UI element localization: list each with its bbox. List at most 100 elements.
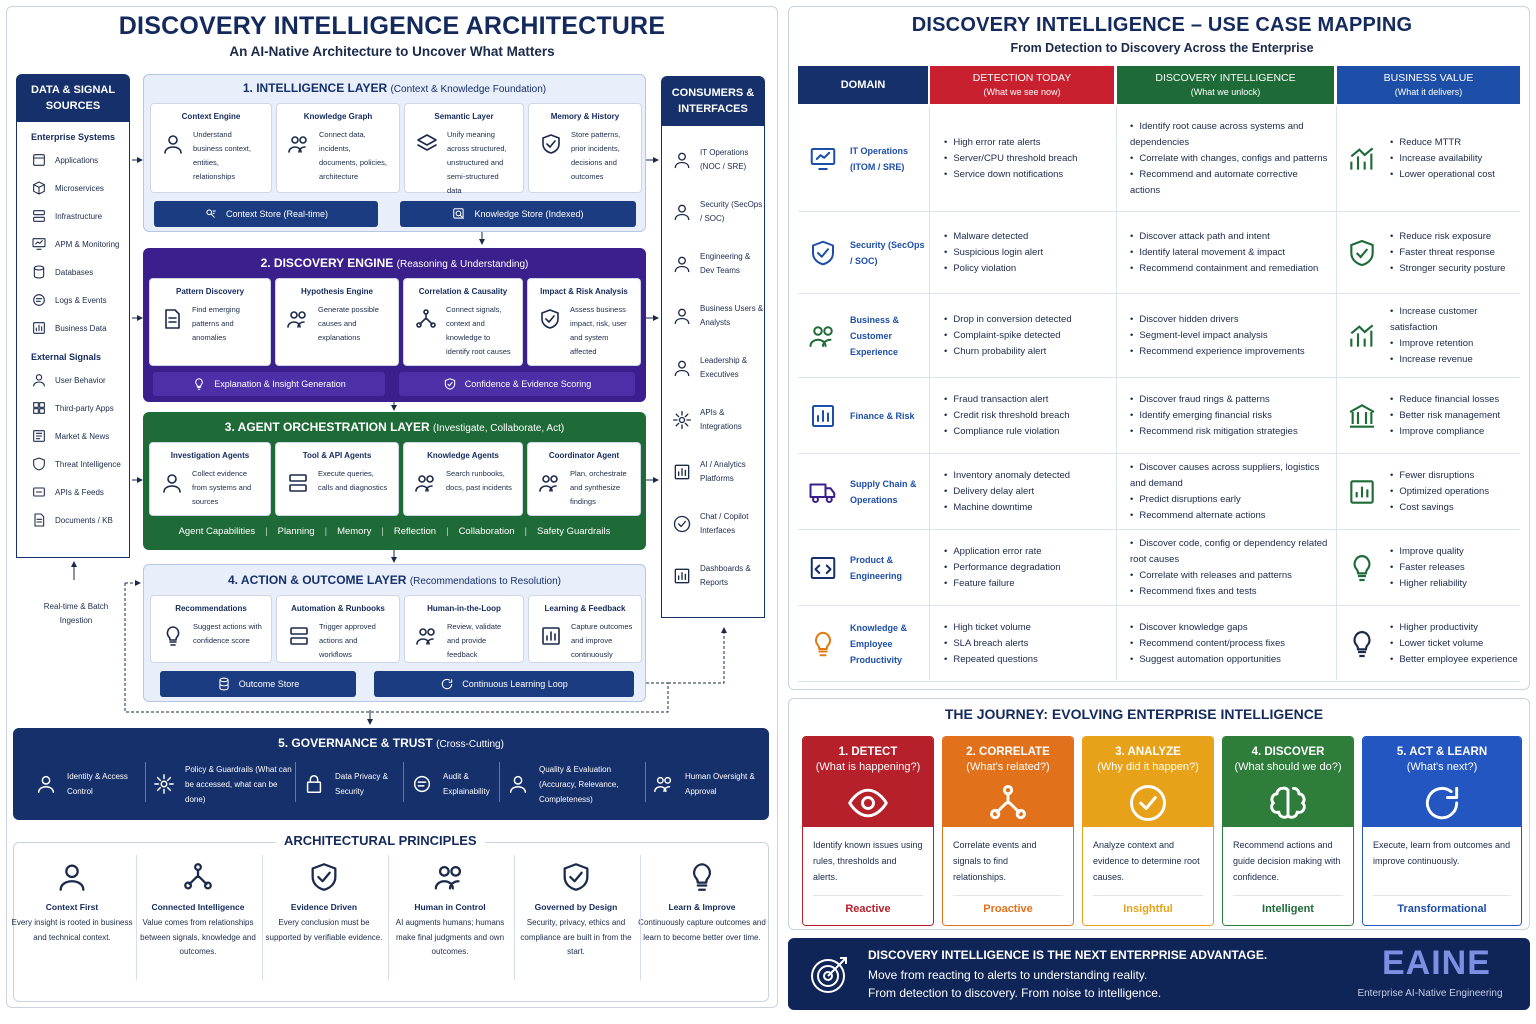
news-icon xyxy=(33,430,45,442)
discover-point: Identify root cause across systems and d… xyxy=(1130,119,1330,151)
value-point: Fewer disruptions xyxy=(1390,468,1518,484)
use-case-row xyxy=(798,378,1520,454)
graph-icon xyxy=(416,309,436,328)
server-icon xyxy=(290,627,308,645)
value-point: Improve compliance xyxy=(1390,424,1518,440)
detect-point: Machine downtime xyxy=(944,500,1110,516)
shield-icon xyxy=(541,309,559,329)
api-icon xyxy=(33,487,45,497)
column-divider xyxy=(1336,106,1337,680)
source-logs-events: Logs & Events xyxy=(17,286,129,314)
discovery-list: Discover code, config or dependency rela… xyxy=(1130,530,1330,606)
detect-point: SLA breach alerts xyxy=(944,636,1110,652)
shield-icon xyxy=(542,134,560,154)
capability-safety-guardrails: Safety Guardrails xyxy=(537,525,611,537)
value-point: Higher productivity xyxy=(1390,620,1518,636)
discover-point: Discover causes across suppliers, logist… xyxy=(1130,460,1330,492)
bulb-icon xyxy=(1353,554,1371,582)
discover-point: Recommend alternate actions xyxy=(1130,508,1330,524)
discover-point: Identify lateral movement & impact xyxy=(1130,245,1330,261)
people-icon xyxy=(287,311,306,328)
discover-point: Recommend containment and remediation xyxy=(1130,261,1330,277)
value-point: Higher reliability xyxy=(1390,576,1518,592)
tool-api-agents-card: Tool & API Agents Execute queries, calls… xyxy=(275,442,399,516)
people-icon xyxy=(415,475,434,492)
ingestion-label: Real-time & Batch Ingestion xyxy=(43,602,109,625)
lightbulb-icon xyxy=(195,378,203,390)
discovery-list: Discover knowledge gapsRecommend content… xyxy=(1130,606,1330,682)
chart-icon xyxy=(33,322,45,334)
detection-list: High error rate alertsServer/CPU thresho… xyxy=(944,106,1110,212)
shield-icon xyxy=(1350,239,1374,267)
context-store-bar: Context Store (Real-time) xyxy=(154,201,378,227)
banner-line-2: From detection to discovery. From noise … xyxy=(868,986,1162,1000)
discovery-list: Discover attack path and intentIdentify … xyxy=(1130,212,1330,294)
shield-icon xyxy=(563,863,589,891)
agent-orchestration-layer: 3. AGENT ORCHESTRATION LAYER (Investigat… xyxy=(143,412,646,550)
consumer-ai-analytics-platforms: AI / Analytics Platforms xyxy=(662,446,764,498)
document-icon xyxy=(34,513,45,527)
use-case-row xyxy=(798,530,1520,606)
detect-point: Churn probability alert xyxy=(944,344,1110,360)
signal-third-party-apps: Third-party Apps xyxy=(17,394,129,422)
investigation-agents-card: Investigation Agents Collect evidence fr… xyxy=(149,442,271,516)
chart-icon xyxy=(542,627,560,645)
chart-icon xyxy=(674,464,690,480)
chart-icon xyxy=(674,568,690,584)
source-microservices: Microservices xyxy=(17,174,129,202)
check-icon xyxy=(1130,785,1166,821)
domain-business-customer-experience: Business & Customer Experience xyxy=(808,294,926,378)
user-icon xyxy=(163,474,181,493)
discover-point: Correlate with releases and patterns xyxy=(1130,568,1330,584)
discover-point: Identify emerging financial risks xyxy=(1130,408,1330,424)
discovery-list: Discover fraud rings & patternsIdentify … xyxy=(1130,378,1330,454)
refresh-icon xyxy=(442,678,453,690)
graph-icon xyxy=(184,863,212,890)
value-list: Reduce risk exposureFaster threat respon… xyxy=(1390,212,1518,294)
principle-context-first: Context First Every insight is rooted in… xyxy=(8,860,136,945)
source-apm-monitoring: APM & Monitoring xyxy=(17,230,129,258)
eye-icon xyxy=(848,788,888,818)
search-icon xyxy=(453,208,465,220)
value-list: Higher productivityLower ticket volumeBe… xyxy=(1390,606,1518,682)
capability-reflection: Reflection xyxy=(393,525,437,537)
intelligence-layer-title: 1. INTELLIGENCE LAYER (Context & Knowled… xyxy=(242,81,547,95)
automation-runbooks-card: Automation & Runbooks Trigger approved a… xyxy=(276,595,400,663)
closing-banner: DISCOVERY INTELLIGENCE IS THE NEXT ENTER… xyxy=(788,938,1530,1010)
principle-evidence-driven: Evidence Driven Every conclusion must be… xyxy=(260,860,388,945)
user-icon xyxy=(674,308,690,325)
impact-risk-analysis-card: Impact & Risk Analysis Assess business i… xyxy=(527,278,641,366)
pattern-discovery-card: Pattern Discovery Find emerging patterns… xyxy=(149,278,271,366)
threat-icon xyxy=(33,457,45,471)
consumers-panel: IT Operations (NOC / SRE)Security (SecOp… xyxy=(661,126,765,618)
memory-history-card: Memory & History Store patterns, prior i… xyxy=(528,103,642,193)
signal-apis-feeds: APIs & Feeds xyxy=(17,478,129,506)
detect-point: Application error rate xyxy=(944,544,1110,560)
architecture-subtitle: An AI-Native Architecture to Uncover Wha… xyxy=(229,44,555,59)
domain-knowledge-employee-productivity: Knowledge & Employee Productivity xyxy=(808,606,926,682)
chart-icon xyxy=(812,405,834,427)
brain-icon xyxy=(1270,786,1306,819)
log-icon xyxy=(413,775,431,793)
use-case-row xyxy=(798,212,1520,294)
monitor-icon xyxy=(810,148,836,170)
consumer-leadership-executives: Leadership & Executives xyxy=(662,342,764,394)
people-icon xyxy=(416,628,435,645)
source-databases: Databases xyxy=(17,258,129,286)
detect-point: Repeated questions xyxy=(944,652,1110,668)
coordinator-agent-card: Coordinator Agent Plan, orchestrate and … xyxy=(527,442,641,516)
consumer-engineering-dev-teams: Engineering & Dev Teams xyxy=(662,238,764,290)
capability-agent-capabilities: Agent Capabilities xyxy=(178,525,256,537)
governance-policy-guardrails-what-c: Policy & Guardrails (What can be accesse… xyxy=(153,756,293,812)
agent-capabilities-bar: Agent Capabilities|Planning|Memory|Refle… xyxy=(143,520,646,542)
people-icon xyxy=(288,136,307,153)
consumers-header: CONSUMERS & INTERFACES xyxy=(661,76,765,126)
banner-line-1: Move from reacting to alerts to understa… xyxy=(868,968,1148,982)
detect-point: Suspicious login alert xyxy=(944,245,1110,261)
discover-point: Segment-level impact analysis xyxy=(1130,328,1330,344)
principles-title: ARCHITECTURAL PRINCIPLES xyxy=(276,833,485,848)
sources-header: DATA & SIGNAL SOURCES xyxy=(16,74,130,122)
bulb-icon xyxy=(166,626,180,646)
discover-point: Discover fraud rings & patterns xyxy=(1130,392,1330,408)
value-list: Fewer disruptionsOptimized operationsCos… xyxy=(1390,454,1518,530)
